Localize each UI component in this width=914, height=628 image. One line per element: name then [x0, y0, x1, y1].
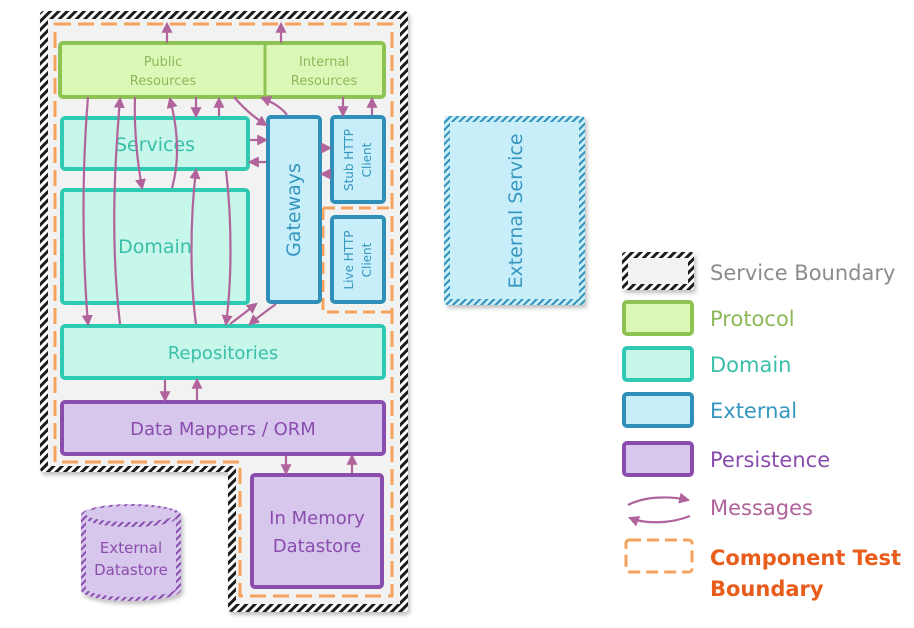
legend-messages: Messages: [710, 496, 813, 520]
domain-label: Domain: [118, 236, 192, 258]
component-test-boundary-inner: [321, 206, 392, 314]
live-http-client-label: Live HTTP: [342, 230, 356, 289]
external-datastore-label-2: Datastore: [94, 561, 168, 579]
legend-swatch-component-test-boundary: [624, 538, 694, 574]
gateways-label: Gateways: [283, 163, 305, 257]
legend-swatch-messages: [627, 492, 691, 527]
internal-resources-label-2: Resources: [291, 74, 358, 89]
in-memory-datastore-label: In Memory: [269, 508, 365, 529]
external-datastore-cylinder: [81, 504, 181, 601]
services-box: [60, 116, 250, 171]
legend-persistence: Persistence: [710, 448, 830, 472]
domain-box: [60, 188, 250, 305]
in-memory-datastore-box: [250, 473, 384, 589]
gateways-box: [266, 115, 322, 304]
legend-swatch-protocol: [622, 300, 694, 336]
data-mappers-box: [60, 400, 386, 456]
external-service-label: External Service: [505, 133, 527, 288]
external-datastore-label: External: [100, 539, 162, 557]
component-test-boundary: [53, 22, 394, 598]
public-resources-label-2: Resources: [130, 74, 197, 89]
legend: Service Boundary Protocol Domain Externa…: [622, 252, 901, 601]
internal-resources-label: Internal: [299, 55, 349, 70]
data-mappers-label: Data Mappers / ORM: [130, 419, 316, 440]
legend-swatch-domain: [622, 346, 694, 382]
legend-protocol: Protocol: [710, 307, 795, 331]
services-label: Services: [115, 134, 195, 156]
stub-http-client-box: [330, 115, 386, 204]
stub-http-client-label-2: Client: [360, 142, 374, 177]
legend-domain: Domain: [710, 353, 792, 377]
live-http-client-label-2: Client: [360, 242, 374, 277]
legend-component-test-boundary: Component Test: [710, 546, 901, 570]
stub-http-client-label: Stub HTTP: [342, 129, 356, 191]
legend-swatch-external: [622, 392, 694, 428]
repositories-label: Repositories: [168, 343, 279, 364]
public-resources-label: Public: [144, 55, 182, 70]
legend-external: External: [710, 399, 797, 423]
in-memory-datastore-label-2: Datastore: [273, 536, 362, 557]
legend-service-boundary: Service Boundary: [710, 261, 895, 285]
legend-swatch-persistence: [622, 441, 694, 477]
legend-component-test-boundary-2: Boundary: [710, 577, 824, 601]
message-arrows: [81, 21, 378, 476]
live-http-client-box: [330, 215, 386, 304]
